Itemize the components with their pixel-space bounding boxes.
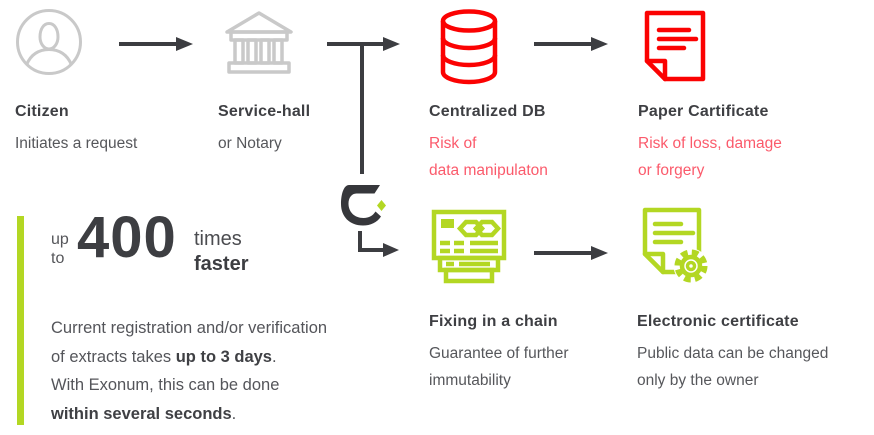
green-accent-bar — [17, 216, 24, 425]
paper-certificate-icon — [639, 9, 711, 83]
paper-certificate-title: Paper Cartificate — [638, 103, 769, 120]
arrow-chain-to-certificate — [533, 244, 609, 262]
stat-description: Current registration and/or verification… — [51, 319, 328, 423]
centralized-db-icon — [429, 6, 509, 86]
service-hall-subtitle: or Notary — [218, 135, 282, 152]
electronic-certificate-icon — [637, 206, 715, 290]
centralized-db-risk-line2: data manipulaton — [429, 162, 548, 179]
elbow-arrow-to-chain — [349, 231, 401, 259]
electronic-certificate-label-block: Electronic certificate Public data can b… — [637, 312, 828, 394]
citizen-person-icon — [15, 8, 83, 76]
stat-up-word: up — [51, 231, 69, 248]
paper-certificate-risk-line2: or forgery — [638, 162, 705, 179]
chain-block-icon — [426, 207, 512, 289]
centralized-db-risk-line1: Risk of — [429, 135, 477, 152]
service-hall-title: Service-hall — [218, 103, 311, 120]
centralized-db-title: Centralized DB — [429, 103, 546, 120]
stat-value: 400 — [77, 205, 177, 270]
split-arrow-to-db-and-exonum — [325, 34, 403, 174]
citizen-title: Citizen — [15, 103, 69, 120]
fixing-chain-subtitle-line2: immutability — [429, 372, 511, 389]
fixing-chain-title: Fixing in a chain — [429, 313, 558, 330]
service-hall-label-block: Service-hall or Notary — [218, 102, 310, 157]
arrow-db-to-paper — [533, 35, 609, 53]
stat-suffix: times faster — [194, 227, 248, 277]
electronic-certificate-subtitle-line2: only by the owner — [637, 372, 759, 389]
exonum-logo-icon — [336, 181, 386, 227]
stat-up-to: up to — [51, 230, 69, 268]
service-hall-bank-icon — [221, 5, 297, 79]
citizen-label-block: Citizen Initiates a request — [15, 102, 137, 157]
fixing-chain-subtitle-line1: Guarantee of further — [429, 345, 569, 362]
stat-times-word: times — [194, 228, 242, 250]
stat-to-word: to — [51, 250, 65, 267]
electronic-certificate-title: Electronic certificate — [637, 313, 799, 330]
electronic-certificate-subtitle-line1: Public data can be changed — [637, 345, 829, 362]
citizen-subtitle: Initiates a request — [15, 135, 138, 152]
centralized-db-label-block: Centralized DB Risk of data manipulaton — [429, 102, 548, 184]
fixing-chain-label-block: Fixing in a chain Guarantee of further i… — [429, 312, 569, 394]
stat-faster-word: faster — [194, 253, 249, 275]
arrow-citizen-to-servicehall — [118, 35, 194, 53]
paper-certificate-risk-line1: Risk of loss, damage — [638, 135, 782, 152]
paper-certificate-label-block: Paper Cartificate Risk of loss, damage o… — [638, 102, 782, 184]
